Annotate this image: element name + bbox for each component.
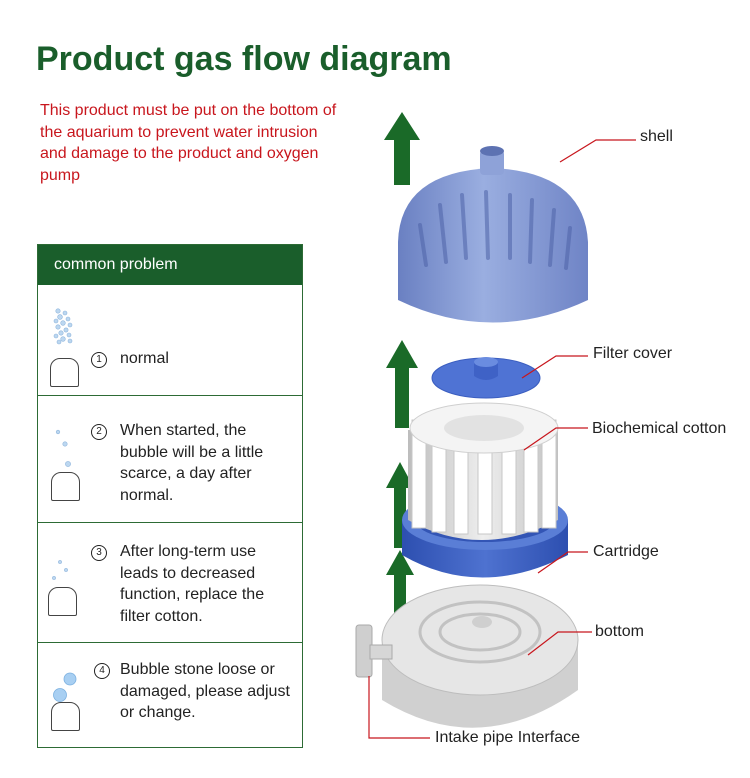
row-number: 4 <box>94 663 110 679</box>
common-problem-table: common problem 1 normal 2 When started, … <box>37 244 303 748</box>
flow-arrow-1 <box>384 112 420 185</box>
label-cartridge: Cartridge <box>593 543 659 560</box>
label-intake: Intake pipe Interface <box>435 729 580 746</box>
bubble-stone-icon <box>51 472 80 501</box>
label-bottom: bottom <box>595 623 644 640</box>
flow-arrow-3 <box>386 462 414 548</box>
flow-arrow-2 <box>386 340 418 428</box>
biochemical-cotton-part <box>408 402 559 540</box>
bubble-stone-icon <box>51 702 80 731</box>
common-problem-header: common problem <box>38 245 302 285</box>
label-shell: shell <box>640 128 673 145</box>
bubble-stone-icon <box>48 587 77 616</box>
bubbles-few-icon <box>55 429 71 467</box>
bottom-leader <box>527 631 592 656</box>
row-number: 3 <box>91 545 107 561</box>
leader-lines <box>368 139 636 739</box>
flow-arrows <box>384 112 420 625</box>
row-text: normal <box>120 350 169 367</box>
row-text: After long-term use leads to decreased f… <box>120 543 265 625</box>
bottom-base-part <box>355 584 579 728</box>
row-text: Bubble stone loose or damaged, please ad… <box>120 661 290 721</box>
bubbles-dense-icon <box>53 308 73 345</box>
problem-row-3: 3 After long-term use leads to decreased… <box>38 522 302 642</box>
shell-part <box>398 146 588 323</box>
cartridge-leader <box>537 551 588 574</box>
label-filter-cover: Filter cover <box>593 345 673 362</box>
problem-row-2: 2 When started, the bubble will be a lit… <box>38 395 302 522</box>
problem-row-1: 1 normal <box>38 285 302 395</box>
bubble-stone-icon <box>50 358 79 387</box>
filter-cover-leader <box>521 355 588 379</box>
intake-leader <box>368 676 430 739</box>
page-title: Product gas flow diagram <box>36 40 452 78</box>
row-number: 1 <box>91 352 107 368</box>
filter-cover-part <box>431 357 541 399</box>
bubbles-large-icon <box>53 672 77 702</box>
row-text: When started, the bubble will be a littl… <box>120 422 264 504</box>
flow-arrow-4 <box>386 550 414 625</box>
row-number: 2 <box>91 424 107 440</box>
cotton-leader <box>523 427 588 451</box>
warning-text: This product must be put on the bottom o… <box>40 102 337 184</box>
label-biochemical-cotton: Biochemical cotton <box>592 420 727 437</box>
problem-row-4: 4 Bubble stone loose or damaged, please … <box>38 642 302 747</box>
shell-leader <box>559 139 636 163</box>
bubbles-weak-icon <box>52 560 68 580</box>
